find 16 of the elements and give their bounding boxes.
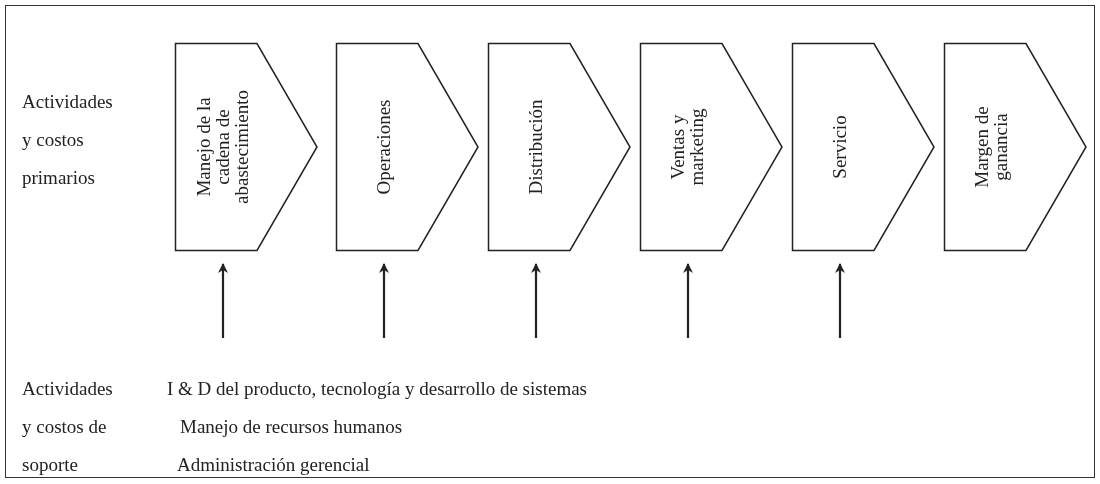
arrow [531,263,541,338]
activity-label: Distribución [523,98,547,197]
activity-label: Manejo de la cadena de abastecimiento [191,89,253,206]
activity-label: Margen de ganancia [970,105,1012,190]
row-heading: Actividades y costos de soporte [22,377,114,477]
arrow [379,263,389,338]
arrow [218,263,228,338]
support-activity: Manejo de recursos humanos [180,415,404,439]
activity-label: Servicio [827,114,851,181]
arrow [683,263,693,338]
support-activity: I & D del producto, tecnología y desarrollo de sistemas [167,377,588,401]
activity-label: Operaciones [371,98,395,197]
support-activity: Administración gerencial [177,453,371,477]
row-heading: Actividades y costos primarios [22,90,114,190]
arrow [835,263,845,338]
activity-label: Ventas y marketing [666,107,708,188]
